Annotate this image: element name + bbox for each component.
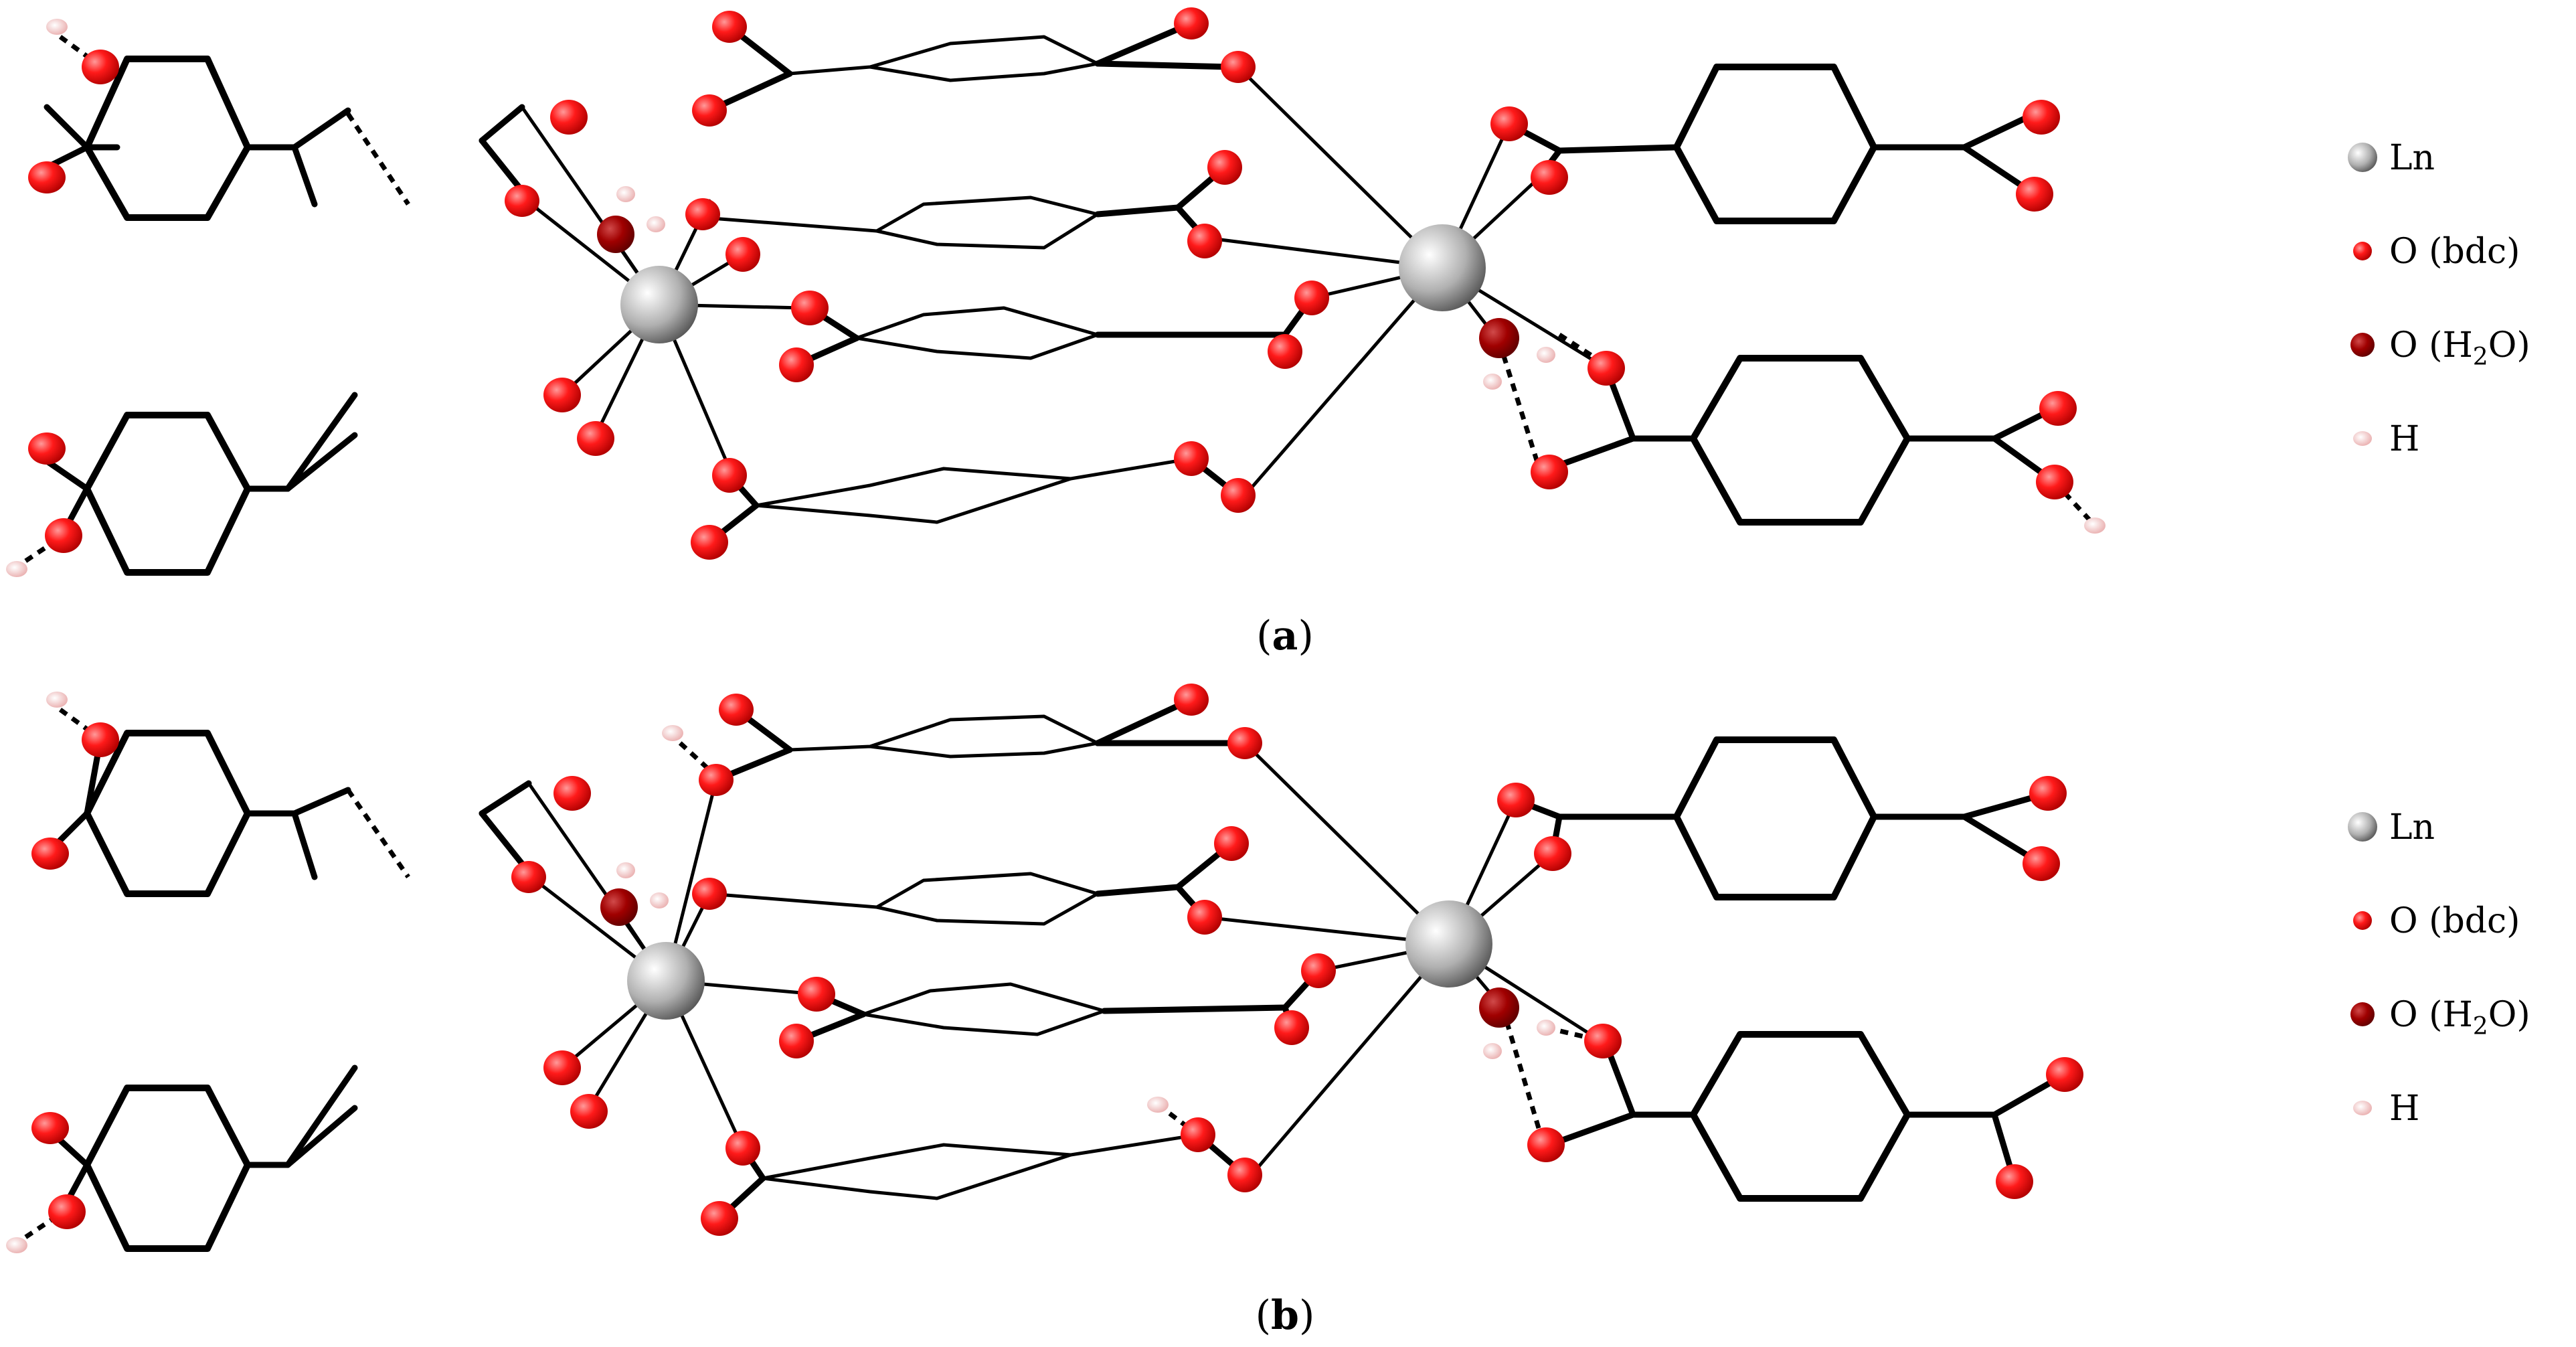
legend-label-o-h2o: O (H2O) [2389, 995, 2530, 1040]
bdc-oxygen-atoms [31, 684, 2083, 1236]
o-h2o-legend-marker [2350, 333, 2375, 357]
benzene-ring [1690, 1031, 1911, 1202]
h-legend-marker [2353, 1101, 2372, 1115]
water-oxygen-atom [600, 888, 638, 926]
legend-label-ln: Ln [2389, 138, 2435, 178]
water-oxygen-atom [1479, 987, 1519, 1028]
legend-a: Ln O (bdc) O (H2O) H [2348, 138, 2530, 459]
benzene-ring [1673, 736, 1877, 900]
o-bdc-legend-marker [2353, 911, 2372, 930]
panel-label-b: (b) [1256, 1292, 1315, 1339]
panel-a: (a) [6, 7, 2106, 659]
ln-atom [1405, 900, 1492, 987]
water-oxygen-atom [597, 216, 634, 253]
benzene-ring [84, 412, 251, 576]
hydrogen-atoms [6, 19, 2106, 577]
ln-atom [1399, 224, 1486, 311]
ln-atom [627, 942, 705, 1020]
benzene-ring [1673, 64, 1877, 224]
bdc-oxygen-atoms [28, 7, 2077, 560]
legend-label-h: H [2389, 1089, 2419, 1129]
legend-label-o-bdc: O (bdc) [2389, 901, 2520, 941]
legend-label-o-bdc: O (bdc) [2389, 232, 2520, 272]
panel-b: (b) [6, 684, 2083, 1339]
h-legend-marker [2353, 431, 2372, 446]
legend-label-ln: Ln [2389, 807, 2435, 848]
panel-label-a: (a) [1256, 613, 1314, 659]
hydrogen-atoms [6, 692, 1555, 1253]
legend-label-h: H [2389, 419, 2419, 459]
ln-atom [620, 266, 698, 343]
ln-legend-marker [2348, 812, 2377, 842]
benzene-ring [84, 730, 251, 897]
o-h2o-legend-marker [2350, 1002, 2375, 1026]
legend-label-o-h2o: O (H2O) [2389, 325, 2530, 371]
water-oxygen-atom [1479, 318, 1519, 358]
benzene-ring [1690, 355, 1911, 526]
o-bdc-legend-marker [2353, 242, 2372, 260]
legend-b: Ln O (bdc) O (H2O) H [2348, 807, 2530, 1129]
benzene-ring [84, 1085, 251, 1252]
benzene-ring [84, 56, 251, 221]
ln-legend-marker [2348, 143, 2377, 172]
